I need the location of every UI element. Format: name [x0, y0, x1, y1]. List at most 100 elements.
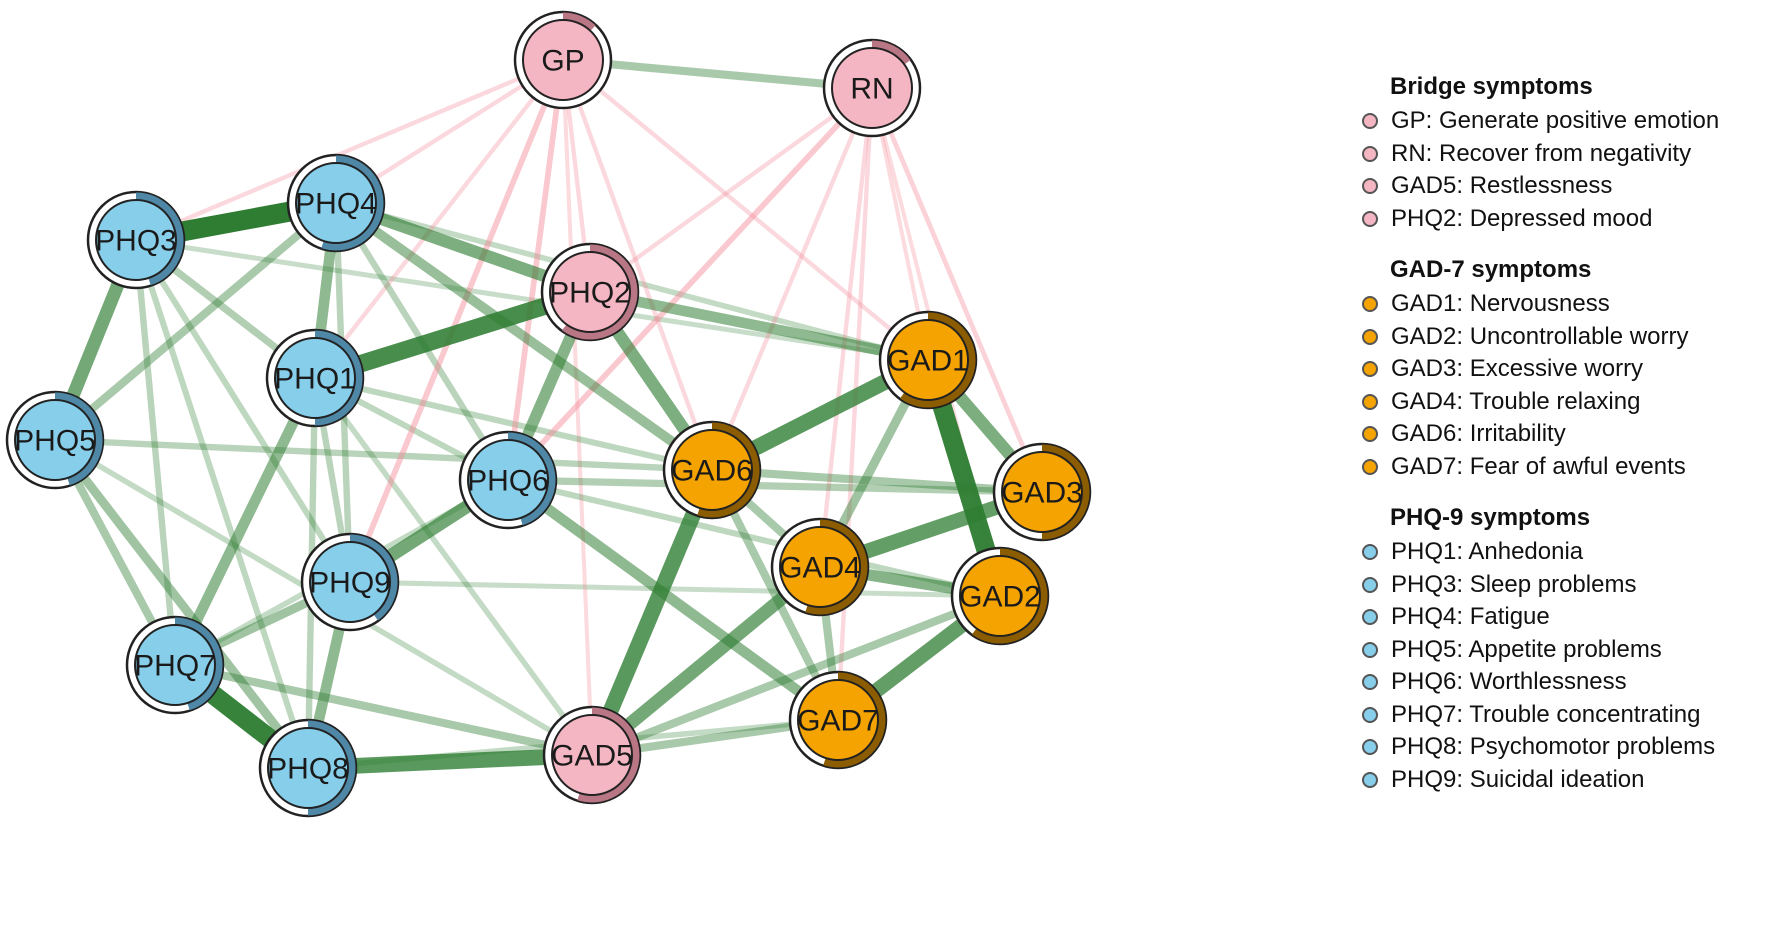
predictability-arc: [871, 40, 911, 65]
legend-swatch-icon: [1362, 706, 1378, 723]
node-gad6[interactable]: GAD6: [662, 420, 762, 520]
predictability-arc: [1041, 444, 1090, 540]
node-fill: [522, 19, 604, 101]
legend-label: GAD5: Restlessness: [1391, 172, 1613, 200]
legend-item: GAD6: Irritability: [1353, 418, 1772, 451]
legend-swatch-icon: [1362, 426, 1378, 443]
predictability-arc: [314, 330, 363, 426]
node-phq6[interactable]: PHQ6: [458, 430, 558, 530]
node-fill: [95, 199, 177, 281]
node-phq3[interactable]: PHQ3: [86, 190, 186, 290]
legend-item: PHQ3: Sleep problems: [1353, 569, 1772, 602]
node-gad4[interactable]: GAD4: [770, 517, 870, 617]
legend-label: GAD3: Excessive worry: [1391, 355, 1644, 383]
edge-gad5-gad2: [590, 592, 1002, 759]
node-fill: [134, 624, 216, 706]
edge-rn-gad6: [709, 87, 875, 471]
node-phq1[interactable]: PHQ1: [265, 328, 365, 428]
node-phq8[interactable]: PHQ8: [258, 718, 358, 818]
node-gad7[interactable]: GAD7: [788, 670, 888, 770]
node-fill: [671, 429, 753, 511]
edge-phq1-gad5: [312, 376, 595, 757]
node-label: PHQ7: [134, 650, 216, 683]
node-phq7[interactable]: PHQ7: [125, 615, 225, 715]
legend-item: PHQ7: Trouble concentrating: [1353, 699, 1772, 732]
node-label: PHQ5: [14, 425, 96, 458]
node-phq2[interactable]: PHQ2: [540, 242, 640, 342]
node-label: RN: [850, 73, 893, 106]
legend-swatch-icon: [1362, 641, 1378, 658]
legend-item: GAD5: Restlessness: [1353, 170, 1772, 203]
predictability-arc: [307, 720, 356, 816]
legend-label: GP: Generate positive emotion: [1391, 107, 1720, 135]
edge-phq3-phq7: [132, 239, 179, 666]
node-fill: [14, 399, 96, 481]
node-label: PHQ9: [309, 567, 391, 600]
legend-label: PHQ2: Depressed mood: [1391, 204, 1653, 232]
legend-label: PHQ7: Trouble concentrating: [1391, 700, 1701, 728]
node-fill: [309, 541, 391, 623]
node-label: PHQ2: [549, 277, 631, 310]
legend-item: PHQ8: Psychomotor problems: [1353, 731, 1772, 764]
node-label: GAD6: [671, 455, 753, 488]
legend-item: PHQ4: Fatigue: [1353, 601, 1772, 634]
edge-gp-gad5: [560, 59, 595, 756]
node-phq9[interactable]: PHQ9: [300, 532, 400, 632]
legend-swatch-icon: [1362, 296, 1378, 313]
legend-item: GAD3: Excessive worry: [1353, 353, 1772, 386]
legend-title: GAD-7 symptoms: [1390, 256, 1592, 283]
node-gp[interactable]: GP: [513, 10, 613, 110]
edge-gp-gad1: [561, 58, 930, 362]
predictability-arc: [823, 672, 886, 768]
edge-gp-rn: [562, 55, 873, 93]
edge-gad6-gad3: [711, 465, 1043, 497]
legend-label: GAD4: Trouble relaxing: [1391, 387, 1641, 415]
edge-phq7-gad5: [174, 661, 593, 759]
node-phq4[interactable]: PHQ4: [286, 153, 386, 253]
legend-item: PHQ2: Depressed mood: [1353, 203, 1772, 236]
legend-title: Bridge symptoms: [1390, 73, 1593, 100]
node-fill: [887, 319, 969, 401]
edge-phq5-phq4: [52, 199, 339, 444]
predictability-arc: [697, 422, 760, 518]
node-fill: [797, 679, 879, 761]
legend-label: GAD6: Irritability: [1391, 420, 1566, 448]
node-gad5[interactable]: GAD5: [542, 705, 642, 805]
edge-gp-phq1: [313, 58, 565, 380]
node-label: PHQ1: [274, 363, 356, 396]
edge-rn-gad4: [817, 87, 875, 568]
node-gad1[interactable]: GAD1: [878, 310, 978, 410]
predictability-arc: [900, 312, 976, 408]
node-fill: [295, 162, 377, 244]
edge-phq6-gad3: [507, 476, 1043, 496]
legend-swatch-icon: [1362, 674, 1378, 691]
edge-gp-phq9: [347, 58, 566, 584]
legend-swatch-icon: [1362, 458, 1378, 475]
node-fill: [779, 526, 861, 608]
predictability-arc: [507, 432, 556, 526]
legend-item: GAD2: Uncontrollable worry: [1353, 321, 1772, 354]
legend-label: GAD2: Uncontrollable worry: [1391, 322, 1689, 350]
node-gad3[interactable]: GAD3: [992, 442, 1092, 542]
edge-phq6-gad7: [504, 475, 842, 725]
legend-swatch-icon: [1362, 739, 1378, 756]
edge-gad4-gad5: [587, 561, 825, 761]
edge-gp-phq3: [135, 57, 564, 243]
node-phq5[interactable]: PHQ5: [5, 390, 105, 490]
legend-label: PHQ6: Worthlessness: [1391, 668, 1627, 696]
node-rn[interactable]: RN: [822, 38, 922, 138]
edge-rn-phq6: [505, 86, 875, 482]
edge-phq3-phq9: [133, 238, 353, 584]
edge-phq9-gad2: [349, 579, 1001, 599]
predictability-arc: [174, 617, 223, 711]
node-label: PHQ3: [95, 225, 177, 258]
legend-item: RN: Recover from negativity: [1353, 138, 1772, 171]
legend-label: GAD7: Fear of awful events: [1391, 452, 1686, 480]
legend-swatch-icon: [1362, 393, 1378, 410]
edge-phq3-phq8: [133, 239, 311, 769]
edge-phq6-gad2: [507, 477, 1001, 599]
node-label: GAD5: [551, 740, 633, 773]
node-gad2[interactable]: GAD2: [950, 546, 1050, 646]
legend-swatch-icon: [1362, 544, 1378, 561]
